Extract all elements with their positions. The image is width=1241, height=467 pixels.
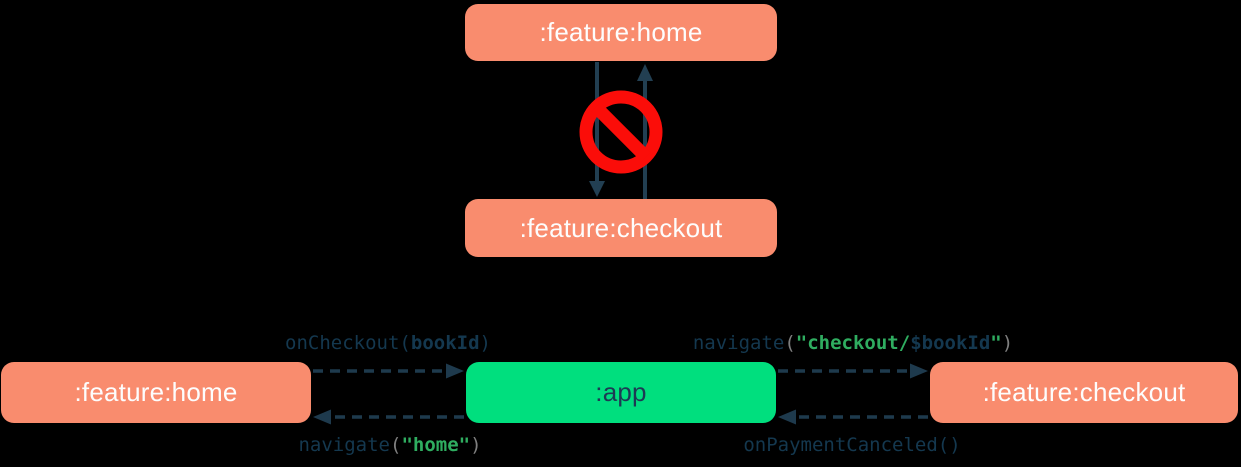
code-string: "checkout/ xyxy=(795,332,911,354)
no-entry-icon xyxy=(579,90,663,174)
code-arg: bookId xyxy=(410,332,480,354)
code-paren: ( xyxy=(399,332,411,354)
code-paren: ) xyxy=(1001,332,1014,354)
node-feature-home-bottom: :feature:home xyxy=(1,362,311,423)
arrow-home-to-app xyxy=(313,363,464,379)
node-feature-checkout-bottom: :feature:checkout xyxy=(930,362,1238,423)
arrow-app-to-home xyxy=(313,409,464,425)
node-label: :feature:checkout xyxy=(982,377,1186,407)
node-feature-checkout-top: :feature:checkout xyxy=(465,199,777,257)
edge-label-navigate-checkout: navigate("checkout/$bookId") xyxy=(693,332,1013,355)
arrow-checkout-to-app xyxy=(778,409,928,425)
code-var: $bookId xyxy=(910,332,991,354)
node-label: :feature:home xyxy=(539,17,703,47)
node-label: :feature:checkout xyxy=(519,212,723,243)
code-string: "home" xyxy=(401,434,471,456)
node-label: :feature:home xyxy=(74,377,238,407)
code-string: " xyxy=(990,332,1002,354)
node-feature-home-top: :feature:home xyxy=(465,4,777,61)
code-fn: onPaymentCanceled xyxy=(743,434,938,456)
code-paren: ( xyxy=(389,434,402,456)
code-paren: ( xyxy=(784,332,796,354)
edge-label-onpaymentcanceled: onPaymentCanceled() xyxy=(743,434,960,457)
edge-label-oncheckout: onCheckout(bookId) xyxy=(285,332,491,355)
code-paren: () xyxy=(937,434,961,456)
code-fn: navigate xyxy=(298,434,390,456)
code-fn: navigate xyxy=(692,332,785,354)
node-app: :app xyxy=(466,362,776,423)
code-paren: ) xyxy=(479,332,491,354)
code-paren: ) xyxy=(470,434,482,456)
arrow-app-to-checkout xyxy=(778,363,928,379)
code-fn: onCheckout xyxy=(285,332,400,354)
edge-label-navigate-home: navigate("home") xyxy=(298,434,481,457)
node-label: :app xyxy=(595,377,647,407)
